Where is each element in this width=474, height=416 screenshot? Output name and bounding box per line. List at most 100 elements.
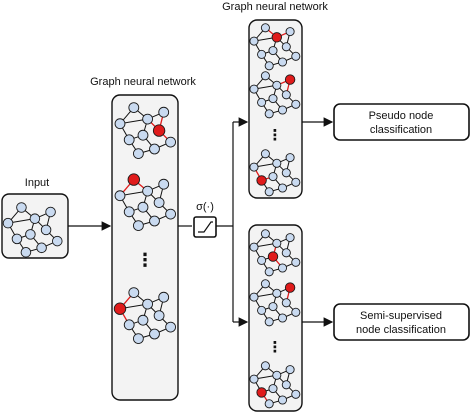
gnn-bottom-graph-1: [249, 229, 301, 277]
highlight-node: [113, 302, 127, 315]
graph-node: [285, 233, 295, 243]
graph-node: [158, 291, 170, 303]
graph-node: [137, 129, 149, 141]
graph-node: [257, 305, 267, 315]
gnn-bottom-graph-3: [249, 361, 301, 409]
gnn-top-graph-2: [249, 71, 301, 119]
graph-node: [291, 307, 301, 317]
graph-node: [260, 229, 270, 239]
graph-node: [272, 158, 282, 168]
pseudo-node-classification-box: [333, 103, 470, 141]
graph-node: [260, 23, 270, 33]
graph-node: [153, 197, 165, 208]
graph-node: [285, 365, 295, 375]
graph-node: [142, 298, 153, 310]
graph-node: [268, 302, 278, 312]
highlight-node: [256, 387, 267, 398]
graph-node: [264, 317, 274, 327]
graph-node: [29, 213, 41, 224]
activation-box: [193, 216, 217, 238]
graph-node: [260, 361, 270, 371]
activation-label: σ(·): [196, 201, 214, 213]
graph-node: [260, 71, 270, 81]
graph-node: [281, 42, 291, 52]
gnn-middle-graph-2: [114, 173, 176, 231]
highlight-node: [284, 282, 296, 293]
graph-node: [291, 99, 301, 109]
graph-node: [281, 380, 291, 390]
graph-node: [249, 292, 259, 302]
graph-node: [277, 57, 288, 67]
graph-node: [133, 220, 144, 231]
highlight-node: [267, 251, 279, 262]
graph-node: [165, 136, 176, 148]
graph-node: [260, 279, 270, 289]
gnn-middle-graph-1: [114, 102, 176, 159]
graph-node: [272, 238, 282, 248]
graph-node: [281, 90, 291, 100]
highlight-node: [284, 74, 296, 85]
graph-node: [36, 242, 47, 254]
graph-node: [158, 106, 170, 118]
graph-node: [264, 61, 274, 71]
graph-node: [260, 149, 270, 159]
graph-node: [285, 27, 295, 37]
graph-node: [128, 287, 140, 298]
graph-node: [291, 51, 301, 61]
graph-node: [142, 113, 153, 125]
highlight-node: [152, 124, 166, 137]
graph-node: [277, 183, 288, 193]
pseudo-line2: classification: [370, 124, 432, 136]
graph-node: [249, 242, 259, 252]
gnn-bottom-graph-2: [249, 279, 301, 327]
highlight-node: [127, 173, 141, 186]
graph-node: [272, 288, 282, 298]
graph-node: [45, 206, 56, 218]
pseudo-line1: Pseudo node: [369, 110, 434, 122]
gnn-top-graph-3: [249, 149, 301, 197]
graph-node: [153, 310, 165, 321]
gnn-middle-ellipsis: ⋮: [136, 250, 154, 270]
graph-node: [137, 201, 149, 213]
graph-node: [16, 202, 27, 213]
graph-node: [249, 162, 259, 172]
graph-node: [272, 80, 282, 90]
graph-node: [291, 177, 301, 187]
graph-node: [291, 257, 301, 267]
gnn-middle-graph-3: [113, 287, 176, 344]
graph-node: [137, 314, 149, 326]
graph-node: [133, 148, 144, 159]
graph-node: [281, 168, 291, 178]
gnn-middle-label: Graph neural network: [90, 76, 196, 88]
highlight-node: [256, 175, 267, 186]
graph-node: [281, 248, 291, 258]
graph-node: [277, 313, 288, 323]
semi-line2: node classification: [356, 324, 446, 336]
semi-line1: Semi-supervised: [360, 310, 442, 322]
gnn-top-label: Graph neural network: [222, 1, 328, 13]
graph-node: [20, 247, 32, 258]
graph-node: [123, 319, 135, 331]
graph-node: [123, 206, 135, 218]
highlight-node: [271, 32, 282, 43]
graph-node: [268, 384, 278, 394]
graph-node: [249, 36, 259, 46]
graph-node: [52, 235, 63, 247]
graph-node: [40, 224, 52, 236]
graph-node: [2, 217, 14, 229]
graph-node: [277, 263, 288, 273]
gnn-top-graph-1: [249, 23, 301, 71]
graph-node: [11, 233, 23, 245]
graph-node: [149, 215, 160, 227]
graph-node: [264, 109, 274, 119]
graph-node: [268, 172, 278, 182]
graph-node: [272, 370, 282, 380]
graph-node: [264, 187, 274, 197]
graph-node: [257, 97, 267, 107]
graph-node: [133, 333, 144, 344]
semi-supervised-box: [333, 303, 470, 341]
gnn-bottom-ellipsis: ⋮: [268, 339, 283, 356]
relu-icon: [198, 221, 213, 233]
graph-node: [257, 255, 267, 265]
